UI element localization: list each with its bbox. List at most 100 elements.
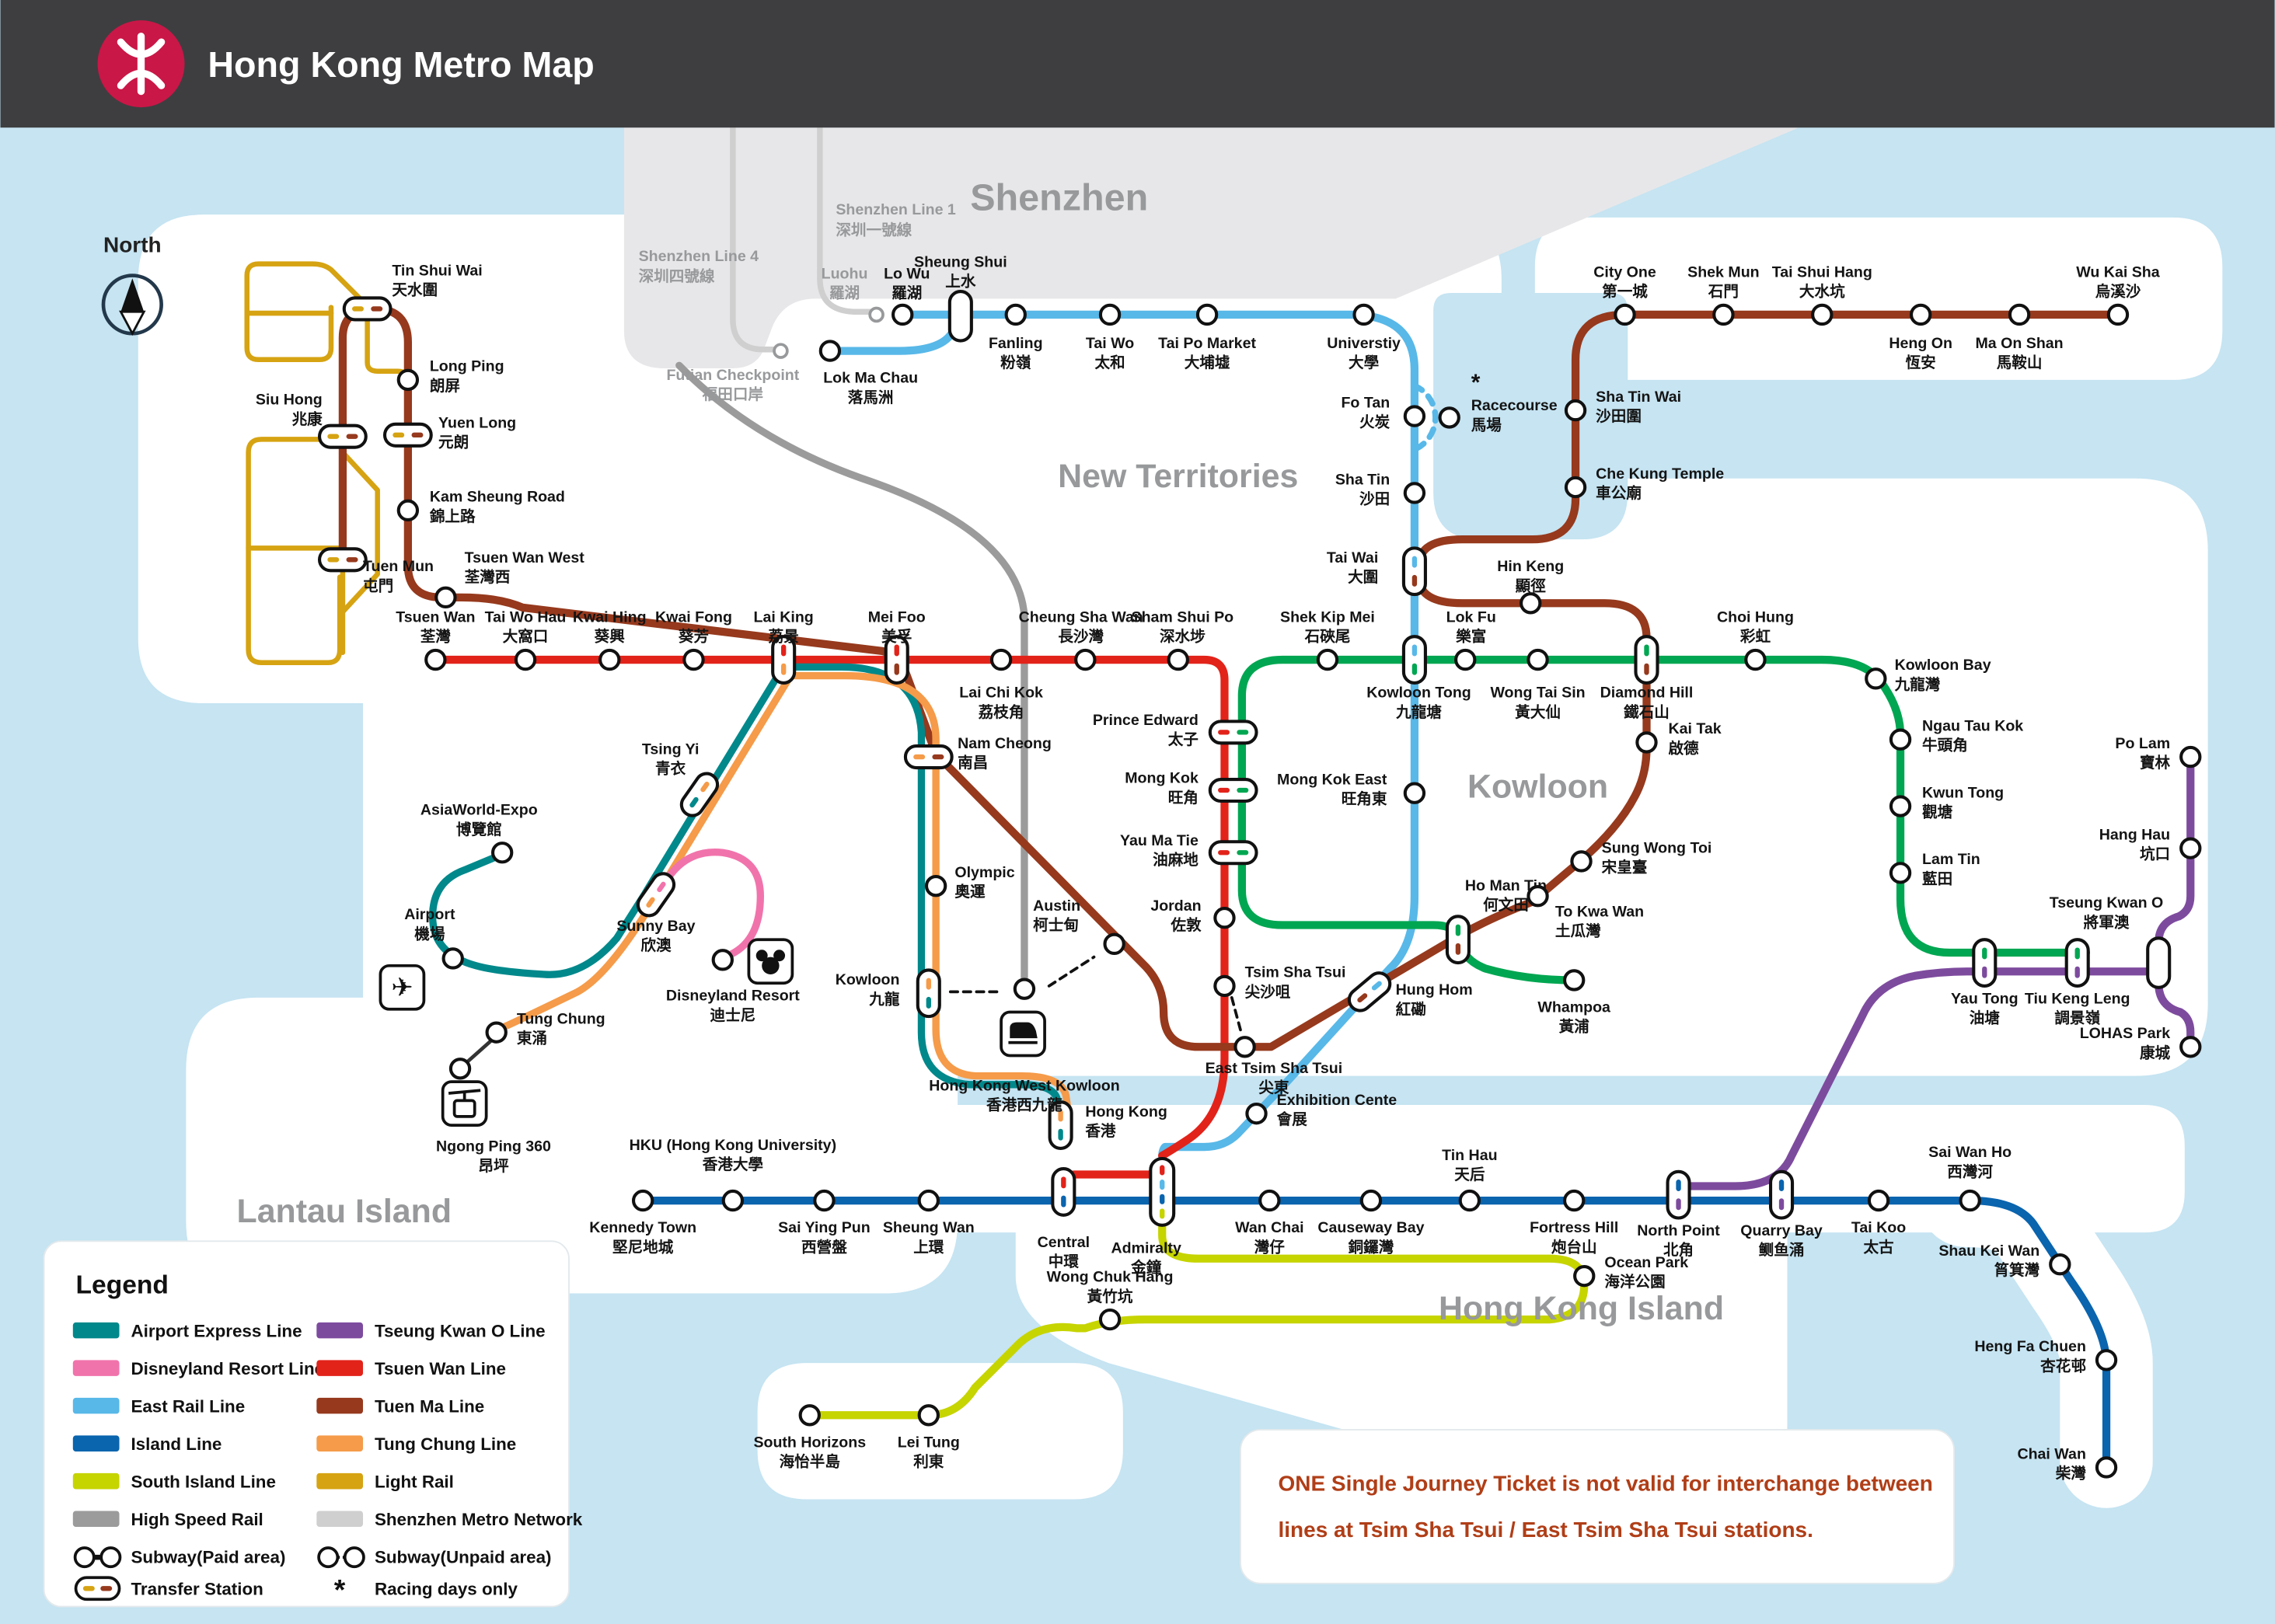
station-hku-hong-kong-university[interactable]: HKU (Hong Kong University)香港大學 [630, 1137, 836, 1212]
